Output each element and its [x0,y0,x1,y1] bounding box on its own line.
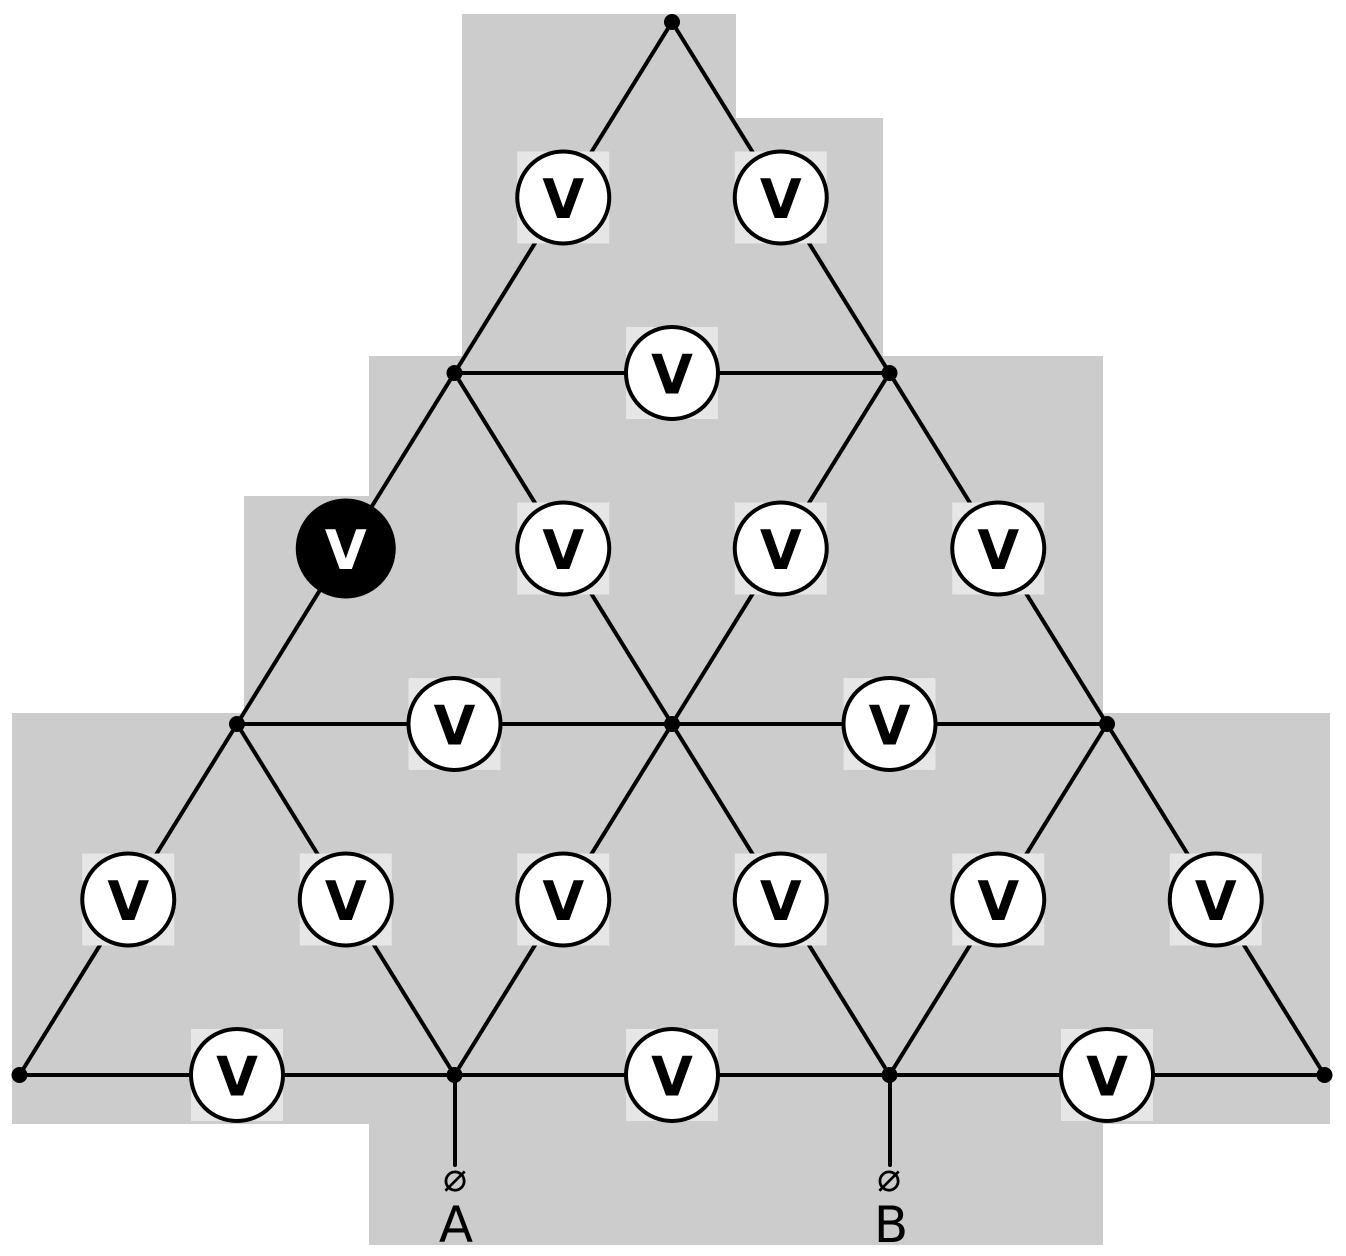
voltmeter[interactable]: V [950,500,1047,597]
voltmeter-circle [1059,1027,1155,1123]
terminals: ⌀ A ⌀ B [439,1072,908,1254]
voltmeter-circle [732,149,829,246]
voltmeter-label: V [542,519,584,582]
voltmeter[interactable]: V [515,851,612,948]
terminal-a-label: A [439,1196,473,1254]
voltmeter[interactable]: V [515,500,612,597]
voltmeter-label: V [325,519,367,582]
voltmeter[interactable]: V [297,851,394,948]
voltmeter-circle [624,325,720,421]
junction-node [664,14,680,30]
junction-node [229,716,245,732]
terminal-a-symbol[interactable]: ⌀ [443,1155,467,1201]
voltmeter-circle [295,498,396,599]
voltmeter-label: V [760,870,802,933]
voltmeter-label: V [977,870,1019,933]
voltmeter-circle [732,851,829,948]
voltmeter-label: V [434,695,476,758]
voltmeter-label: V [977,519,1019,582]
voltmeter-circle [624,1027,720,1123]
voltmeter-label: V [651,1046,693,1109]
voltmeter[interactable]: V [841,676,938,772]
voltmeter-circle [297,851,394,948]
voltmeter[interactable]: V [189,1027,285,1123]
terminal-b-symbol[interactable]: ⌀ [877,1155,901,1201]
voltmeter-highlighted[interactable]: V [295,498,396,599]
voltmeter-label: V [869,695,911,758]
voltmeter-circle [515,851,612,948]
voltmeter[interactable]: V [624,1027,720,1123]
voltmeter[interactable]: V [624,325,720,421]
voltmeter-circle [515,500,612,597]
junction-node [446,365,463,381]
voltmeter-label: V [1086,1046,1128,1109]
voltmeter[interactable]: V [1059,1027,1155,1123]
voltmeter-label: V [651,344,693,407]
voltmeters: V V V V V V V V V V V V V V V V V V [80,149,1264,1123]
voltmeter-circle [515,149,612,246]
voltmeter-label: V [325,870,367,933]
voltmeter-circle [189,1027,285,1123]
junction-node [881,365,898,381]
voltmeter-circle [80,851,177,948]
voltmeter[interactable]: V [80,851,177,948]
voltmeter[interactable]: V [732,149,829,246]
voltmeter[interactable]: V [406,676,503,772]
voltmeter-circle [950,500,1047,597]
junction-node [11,1067,28,1083]
voltmeter[interactable]: V [732,851,829,948]
voltmeter-label: V [760,519,802,582]
voltmeter-circle [1167,851,1264,948]
voltmeter[interactable]: V [732,500,829,597]
voltmeter-label: V [216,1046,258,1109]
voltmeter-circle [406,676,503,772]
voltmeter-label: V [542,870,584,933]
terminal-b-label: B [874,1196,908,1254]
voltmeter[interactable]: V [515,149,612,246]
junction-node [1099,716,1115,732]
voltmeter-label: V [760,168,802,231]
voltmeter-label: V [107,870,149,933]
junction-node [1316,1067,1333,1083]
voltmeter-circle [950,851,1047,948]
voltmeter-label: V [542,168,584,231]
voltmeter[interactable]: V [1167,851,1264,948]
voltmeter[interactable]: V [950,851,1047,948]
junction-node [664,716,680,732]
voltmeter-circle [732,500,829,597]
junction-nodes [11,14,1333,1083]
voltmeter-label: V [1195,870,1237,933]
voltmeter-circle [841,676,938,772]
